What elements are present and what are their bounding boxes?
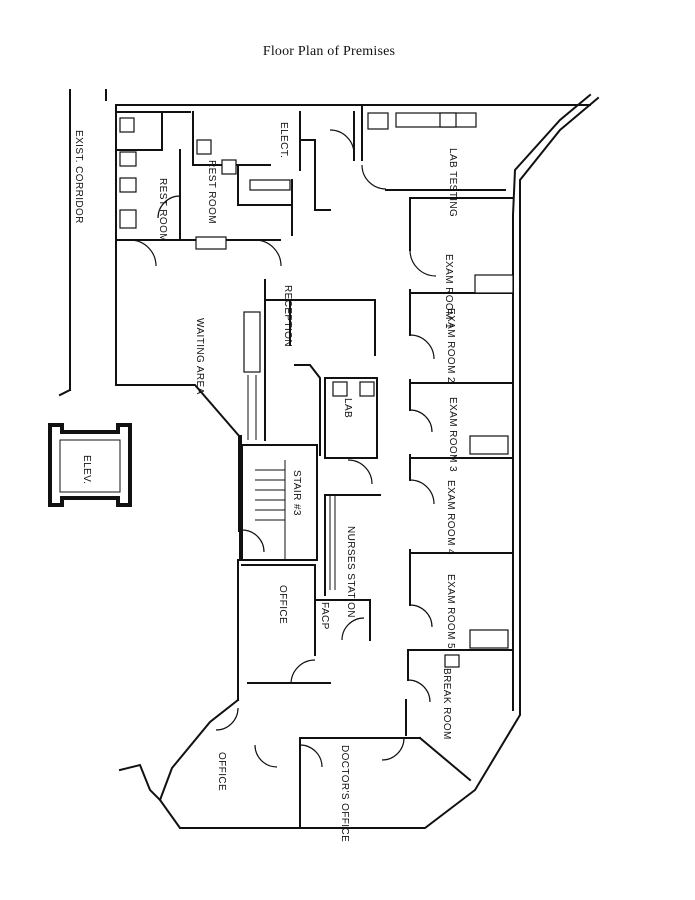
sink-icon: [332, 381, 348, 397]
exam-table-icon: [469, 435, 509, 455]
label-reception: RECEPTION: [282, 285, 293, 347]
label-nurses-station: NURSES STATION: [345, 526, 356, 618]
sink-icon: [119, 177, 137, 193]
counter-icon: [395, 112, 477, 128]
label-rest-room-1: REST ROOM: [157, 178, 168, 242]
outer-walls: [115, 93, 600, 829]
sink-icon: [359, 381, 375, 397]
exam-table-icon: [474, 274, 514, 294]
office-1: [241, 564, 371, 685]
label-exam-room-1: EXAM ROOM 1: [443, 254, 454, 329]
lab-room: [324, 377, 378, 485]
label-waiting-area: WAITING AREA: [194, 318, 205, 395]
corridor-walls: [58, 89, 107, 397]
room-labels: EXIST. CORRIDOR ELEV. REST ROOM REST ROO…: [73, 122, 458, 842]
sink-icon: [444, 654, 460, 668]
sink-icon: [221, 159, 237, 175]
label-stair: STAIR #3: [291, 470, 302, 516]
label-office-2: OFFICE: [216, 752, 227, 791]
reception-area: [243, 279, 376, 456]
counter-icon: [195, 236, 227, 250]
label-exam-room-3: EXAM ROOM 3: [447, 397, 458, 472]
label-lab: LAB: [342, 398, 353, 418]
label-exam-room-5: EXAM ROOM 5: [445, 574, 456, 649]
lab-testing-area: [361, 104, 506, 191]
label-exist-corridor: EXIST. CORRIDOR: [73, 130, 84, 224]
label-rest-room-2: REST ROOM: [206, 160, 217, 224]
elevator: [48, 423, 132, 507]
electrical-room: [249, 111, 355, 211]
nurses-station: [324, 494, 381, 596]
panel-icon: [249, 179, 291, 191]
toilet-icon: [196, 139, 212, 155]
label-elect: ELECT.: [278, 122, 289, 158]
label-break-room: BREAK ROOM: [441, 668, 452, 740]
label-exam-room-4: EXAM ROOM 4: [445, 480, 456, 555]
label-lab-testing: LAB TESTING: [447, 148, 458, 217]
exam-rooms: [405, 197, 514, 736]
sink-icon: [367, 112, 389, 130]
exam-table-icon: [469, 629, 509, 649]
lower-offices: [118, 707, 472, 829]
stair-3: [241, 444, 318, 561]
reception-counter-icon: [243, 311, 261, 373]
sink-icon: [439, 112, 457, 128]
sink-icon: [119, 151, 137, 167]
restroom-block: [115, 111, 293, 267]
label-exam-room-2: EXAM ROOM 2: [445, 308, 456, 383]
label-facp: FACP: [319, 602, 330, 630]
page-title: Floor Plan of Premises: [262, 44, 396, 59]
label-office-1: OFFICE: [277, 585, 288, 624]
toilet-icon: [119, 209, 137, 229]
label-doctors-office: DOCTOR'S OFFICE: [339, 745, 350, 842]
label-elev: ELEV.: [81, 455, 92, 484]
toilet-icon: [119, 117, 135, 133]
